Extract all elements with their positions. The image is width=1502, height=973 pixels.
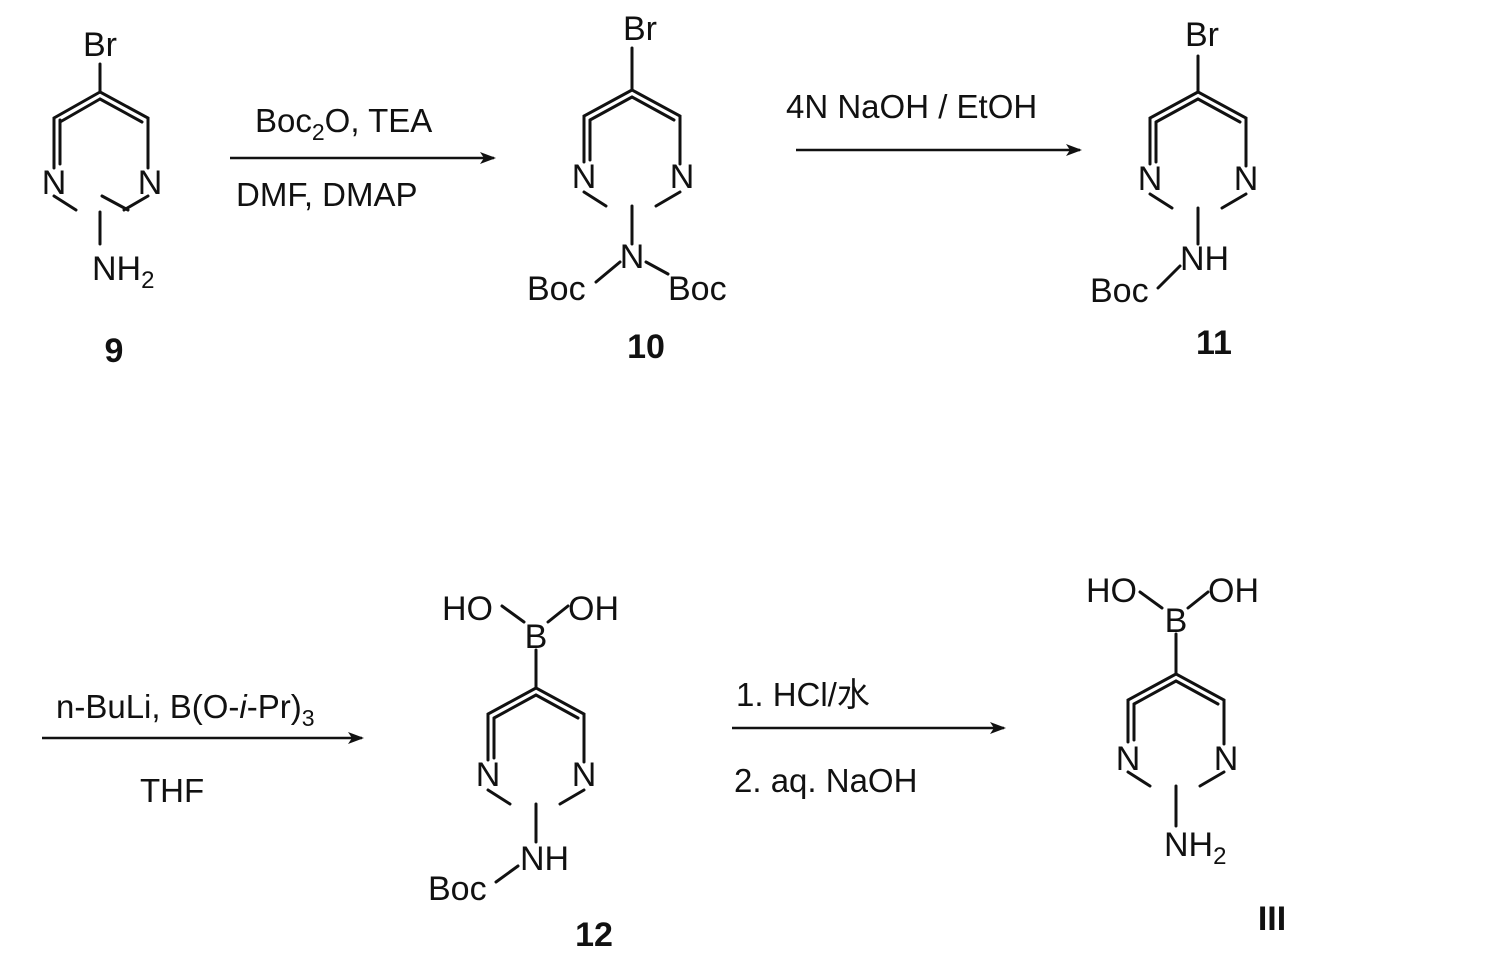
boc-group: Boc	[428, 870, 487, 908]
atom-n-right: N	[1234, 160, 1259, 198]
reagent-above: n-BuLi, B(O-i-Pr)3	[56, 688, 315, 731]
atom-boron: B	[525, 618, 548, 656]
bond-lines	[1148, 54, 1248, 290]
atom-n-right: N	[572, 756, 597, 794]
reaction-step-1: Boc2O, TEA DMF, DMAP	[230, 102, 496, 213]
compound-number: III	[1258, 900, 1286, 938]
atom-oh-right: OH	[568, 590, 619, 628]
reagent-below: DMF, DMAP	[236, 176, 418, 213]
atom-n-left: N	[1138, 160, 1163, 198]
atom-br: Br	[623, 10, 657, 48]
compound-10: Br N N N Boc Boc 10	[527, 10, 727, 366]
atom-br: Br	[1185, 16, 1219, 54]
boc-group: Boc	[1090, 272, 1149, 310]
atom-nh: NH	[520, 840, 569, 878]
atom-n-left: N	[42, 164, 67, 202]
atom-n-right: N	[138, 164, 163, 202]
bond-lines	[52, 62, 150, 246]
atom-amine: NH2	[1164, 826, 1226, 870]
atom-n-right: N	[1214, 740, 1239, 778]
atom-nh: NH	[1180, 240, 1229, 278]
atom-n-amide: N	[620, 238, 645, 276]
boc-group-right: Boc	[668, 270, 727, 308]
bond-lines	[1126, 590, 1226, 828]
atom-oh-left: HO	[442, 590, 493, 628]
reagent-above: Boc2O, TEA	[255, 102, 432, 145]
atom-oh-left: HO	[1086, 572, 1137, 610]
bond-lines	[486, 604, 586, 884]
compound-number: 10	[627, 328, 665, 366]
reaction-step-4: 1. HCl/水 2. aq. NaOH	[732, 676, 1006, 799]
atom-boron: B	[1165, 602, 1188, 640]
atom-amine: NH2	[92, 250, 154, 294]
compound-9: Br N N NH2 9	[42, 26, 163, 370]
compound-number: 11	[1196, 324, 1232, 362]
reaction-step-3: n-BuLi, B(O-i-Pr)3 THF	[42, 688, 364, 809]
compound-number: 9	[105, 332, 124, 370]
bond-lines	[582, 46, 682, 284]
atom-n-left: N	[572, 158, 597, 196]
reagent-line-1: 1. HCl/水	[736, 676, 870, 713]
compound-11: Br N N NH Boc 11	[1090, 16, 1258, 362]
compound-III: HO OH B N N NH2 III	[1086, 572, 1286, 938]
atom-br: Br	[83, 26, 117, 64]
compound-12: HO OH B N N NH Boc 12	[428, 590, 619, 954]
atom-oh-right: OH	[1208, 572, 1259, 610]
reagent-below: THF	[140, 772, 204, 809]
compound-number: 12	[575, 916, 613, 954]
reagent-above: 4N NaOH / EtOH	[786, 88, 1037, 125]
atom-n-left: N	[1116, 740, 1141, 778]
reaction-step-2: 4N NaOH / EtOH	[786, 88, 1082, 156]
atom-n-left: N	[476, 756, 501, 794]
boc-group-left: Boc	[527, 270, 586, 308]
atom-n-right: N	[670, 158, 695, 196]
reagent-line-2: 2. aq. NaOH	[734, 762, 917, 799]
